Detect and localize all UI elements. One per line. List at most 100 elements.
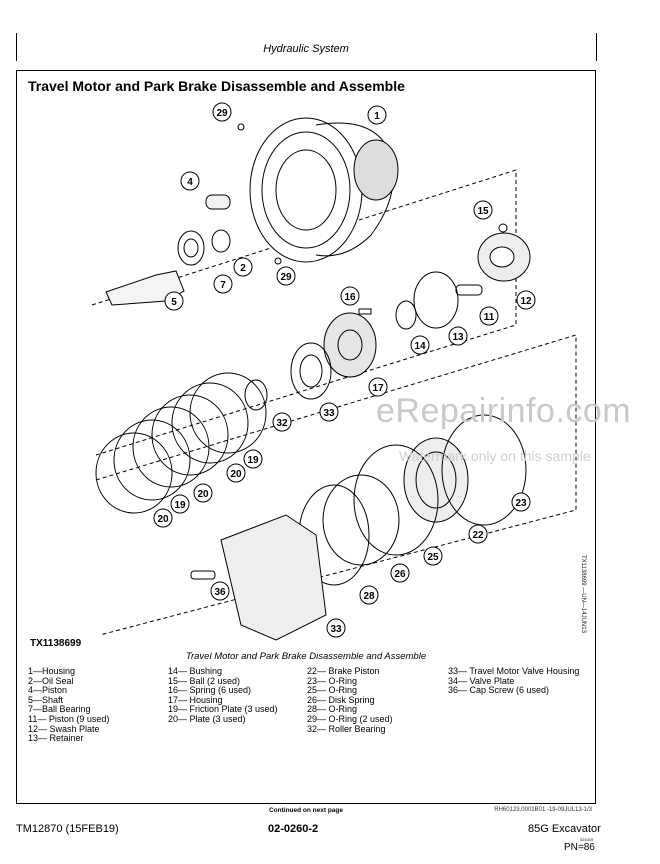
roller-bearing-part	[244, 379, 268, 411]
o-ring-25	[353, 444, 439, 556]
ball-15	[498, 223, 508, 233]
callout-19b: 19	[170, 494, 190, 514]
watermark-main: eRepairinfo.com	[376, 392, 632, 430]
spring-16	[358, 308, 372, 315]
svg-text:28: 28	[363, 591, 375, 602]
svg-text:7: 7	[220, 280, 226, 291]
legend-column-1: 1—Housing 2—Oil Seal 4—Piston 5—Shaft 7—…	[28, 666, 110, 744]
cap-screw-part	[190, 570, 216, 580]
legend-item: 13— Retainer	[28, 733, 84, 744]
o-ring-29a	[237, 123, 245, 131]
callout-2: 2	[233, 257, 253, 277]
legend-item: 32— Roller Bearing	[307, 723, 386, 734]
legend-item: 14— Bushing	[168, 666, 223, 676]
callout-25: 25	[423, 546, 443, 566]
svg-text:19: 19	[174, 500, 186, 511]
footer-date: 021019	[580, 837, 594, 842]
dash-guide-upper	[91, 169, 517, 456]
bushing-part	[395, 300, 417, 330]
legend-item: 29— O-Ring (2 used)	[307, 713, 393, 724]
figure-side-id: TX1138699 —UN—14JUN13	[580, 555, 586, 633]
svg-text:36: 36	[214, 587, 226, 598]
legend-item: 20— Plate (3 used)	[168, 713, 246, 724]
legend-item: 34— Valve Plate	[448, 675, 515, 686]
callout-29a: 29	[212, 102, 232, 122]
ball-bearing-part	[177, 230, 205, 266]
svg-text:11: 11	[484, 312, 495, 323]
svg-text:16: 16	[344, 292, 356, 303]
svg-text:19: 19	[247, 455, 259, 466]
callout-22: 22	[468, 524, 488, 544]
svg-text:1: 1	[374, 111, 380, 122]
legend-item: 23— O-Ring	[307, 675, 358, 686]
legend-column-3: 22— Brake Piston 23— O-Ring 25— O-Ring 2…	[307, 666, 393, 734]
callout-33a: 33	[319, 402, 339, 422]
exploded-diagram: 29 1 4 15 2 7 29 5 12 16 11 13 14 17 33 …	[91, 102, 577, 641]
continued-note: Continued on next page	[268, 807, 344, 814]
svg-text:29: 29	[280, 272, 292, 283]
svg-text:20: 20	[197, 489, 209, 500]
svg-text:13: 13	[452, 332, 464, 343]
retainer-part	[413, 271, 459, 329]
callouts: 29 1 4 15 2 7 29 5 12 16 11 13 14 17 33 …	[153, 102, 536, 638]
footer-pn: PN=86	[564, 842, 595, 853]
callout-4: 4	[180, 171, 200, 191]
callout-16: 16	[340, 286, 360, 306]
callout-23: 23	[511, 492, 531, 512]
housing-17-part	[323, 312, 377, 378]
svg-text:2: 2	[240, 263, 246, 274]
svg-text:14: 14	[414, 341, 426, 352]
legend-item: 12— Swash Plate	[28, 723, 100, 734]
callout-12: 12	[516, 290, 536, 310]
svg-text:25: 25	[427, 552, 439, 563]
legend-column-2: 14— Bushing 15— Ball (2 used) 16— Spring…	[168, 666, 278, 725]
callout-20a: 20	[226, 463, 246, 483]
callout-7: 7	[213, 274, 233, 294]
svg-text:5: 5	[171, 297, 177, 308]
svg-text:12: 12	[520, 296, 532, 307]
header-rule-right	[596, 33, 597, 61]
callout-20b: 20	[193, 483, 213, 503]
svg-text:20: 20	[157, 514, 169, 525]
legend-item: 7—Ball Bearing	[28, 704, 91, 715]
plate-stack	[95, 372, 267, 514]
legend-column-4: 33— Travel Motor Valve Housing 34— Valve…	[448, 666, 580, 696]
section-header: Hydraulic System	[263, 43, 349, 55]
reference-code: RH60123,0001B01 -19-09JUL13-1/3	[494, 807, 592, 813]
callout-17: 17	[368, 377, 388, 397]
svg-text:22: 22	[472, 530, 484, 541]
legend-item: 15— Ball (2 used)	[168, 675, 241, 686]
o-ring-29b	[274, 257, 282, 265]
svg-text:33: 33	[330, 624, 342, 635]
svg-text:32: 32	[276, 418, 288, 429]
callout-36: 36	[210, 581, 230, 601]
watermark-sub: Watermark only on this sample	[399, 448, 591, 464]
legend-item: 17— Housing	[168, 694, 223, 705]
callout-14: 14	[410, 335, 430, 355]
callout-33b: 33	[326, 618, 346, 638]
svg-text:15: 15	[477, 206, 489, 217]
callout-13: 13	[448, 326, 468, 346]
legend-item: 16— Spring (6 used)	[168, 685, 252, 696]
footer-page-number: 02-0260-2	[268, 823, 319, 835]
legend-item: 5—Shaft	[28, 694, 64, 705]
legend-item: 4—Piston	[28, 685, 68, 696]
svg-text:29: 29	[216, 108, 228, 119]
callout-28: 28	[359, 585, 379, 605]
housing-part	[249, 117, 399, 263]
svg-text:33: 33	[323, 408, 335, 419]
valve-housing-part	[220, 514, 327, 641]
disk-spring-part	[322, 474, 400, 566]
legend-item: 33— Travel Motor Valve Housing	[448, 666, 580, 676]
svg-text:17: 17	[372, 383, 384, 394]
figure-caption: Travel Motor and Park Brake Disassemble …	[185, 651, 427, 662]
legend-item: 36— Cap Screw (6 used)	[448, 685, 550, 696]
dash-guide-lower	[95, 334, 577, 636]
svg-text:26: 26	[394, 569, 406, 580]
legend-item: 22— Brake Piston	[307, 666, 380, 676]
callout-20c: 20	[153, 508, 173, 528]
callout-5: 5	[164, 291, 184, 311]
callout-15: 15	[473, 200, 493, 220]
legend-item: 11— Piston (9 used)	[28, 713, 110, 724]
footer-model: 85G Excavator	[528, 823, 601, 835]
